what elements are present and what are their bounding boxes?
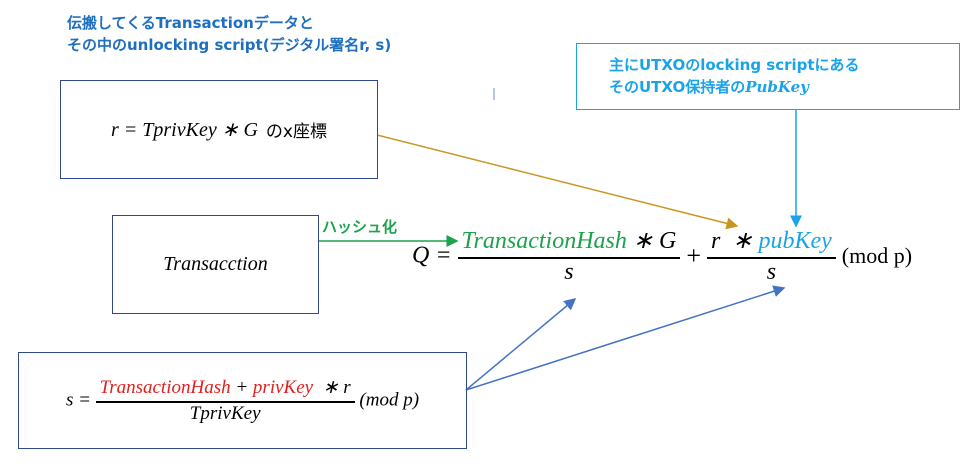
denominator-s-2: s [766,259,777,285]
s-lhs: s = [65,389,91,411]
q-equation: Q = TransactionHash ∗ G s + r ∗ pubKey s… [412,226,912,286]
s-transaction-hash: TransactionHash [99,377,231,398]
s-arrow-2 [465,285,786,391]
s-arrow-1 [465,298,577,391]
s-plus: + [230,377,253,398]
diagram-title: 伝搬してくるTransactionデータと その中のunlocking scri… [67,12,391,56]
times-g: ∗ G [626,228,677,254]
hash-label: ハッシュ化 [322,218,398,236]
title-line-2: その中のunlocking script(デジタル署名r, s) [67,36,392,54]
privkey: privKey [252,377,314,398]
s-mod-p: (mod p) [359,389,420,411]
r-times: r ∗ [711,228,759,254]
pubkey: pubKey [758,228,832,254]
q-lhs: Q = [412,242,452,269]
transaction-label: Transacction [163,253,268,275]
s-definition-box: s = TransactionHash + privKey ∗ r TprivK… [18,352,467,449]
r-arrow [376,134,739,230]
s-fraction: TransactionHash + privKey ∗ r TprivKey [95,376,355,425]
title-line-1: 伝搬してくるTransactionデータと [67,14,314,32]
pubkey-note-box: 主にUTXOのlocking scriptにある そのUTXO保持者のPubKe… [576,43,960,110]
fraction-2: r ∗ pubKey s [707,226,836,286]
tprivkey: TprivKey [189,403,261,424]
transaction-box: Transacction [112,215,319,314]
r-formula: r = TprivKey ∗ G [111,119,258,141]
denominator-s: s [564,259,574,285]
r-suffix: のx座標 [265,122,327,142]
note-line-2: そのUTXO保持者の [609,78,746,96]
times-r: ∗ r [313,377,351,398]
plus-sign: + [686,241,702,270]
note-pubkey: PubKey [745,78,809,96]
note-line-1: 主にUTXOのlocking scriptにある [609,56,860,74]
r-definition-box: r = TprivKey ∗ G のx座標 [60,80,378,179]
fraction-1: TransactionHash ∗ G s [457,226,681,286]
transaction-hash: TransactionHash [461,228,627,254]
mod-p: (mod p) [841,243,913,268]
